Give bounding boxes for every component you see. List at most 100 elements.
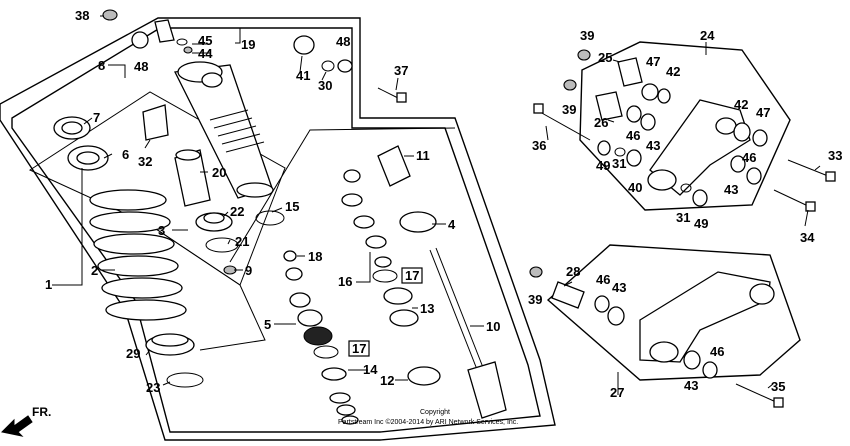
callout-37: 37 [394,63,408,78]
damper-rod-10 [429,247,507,419]
front-direction-arrow: FR. [0,405,51,437]
callout-49a: 49 [596,158,610,173]
spring-seat-22 [195,212,233,232]
callout-13: 13 [420,301,434,316]
callout-labels: 1 2 3 4 5 6 7 8 9 10 11 12 13 14 15 16 1… [45,8,842,400]
callout-35: 35 [771,379,785,394]
callout-6: 6 [122,147,129,162]
bolt-34 [773,189,816,212]
callout-31b: 31 [676,210,690,225]
spring-guide-29 [145,333,195,356]
arrow-left-icon [0,415,33,437]
bolt-33 [787,159,836,182]
callout-29: 29 [126,346,140,361]
callout-47a: 47 [646,54,660,69]
bearing-46c [730,155,746,173]
stopper-ring-23 [166,372,204,388]
callout-21: 21 [235,234,249,249]
linkage-outline [579,41,791,211]
bearing-46e [702,361,718,379]
adjuster-nut-6 [67,145,109,171]
cap-44 [183,46,193,54]
callout-41: 41 [296,68,310,83]
nut-39b [563,79,577,91]
callout-15: 15 [285,199,299,214]
stopper-ring-21 [205,237,239,253]
callout-4: 4 [448,217,456,232]
seal-13 [383,287,419,327]
nut-39a [577,49,591,61]
reservoir-cap-48a [131,31,149,49]
callout-40: 40 [628,180,642,195]
callout-39a: 39 [580,28,594,43]
callout-47b: 47 [756,105,770,120]
bolt-36 [533,103,591,141]
seal-43c [683,350,701,370]
callout-39b: 39 [562,102,576,117]
callout-17a-box [348,340,370,357]
callout-5: 5 [264,317,271,332]
copyright-line-2: Partstream Inc ©2004-2014 by ARI Network… [338,418,518,426]
coil-spring [89,189,187,321]
callout-45: 45 [198,33,212,48]
seal-48b [337,59,353,73]
callout-20: 20 [212,165,226,180]
callout-17a: 17 [352,341,366,356]
callout-48a: 48 [134,59,148,74]
seal-49a [597,140,611,156]
callout-33: 33 [828,148,842,163]
callout-3: 3 [158,223,165,238]
callout-43c: 43 [612,280,626,295]
rear-link-27 [639,271,775,363]
nut-38 [102,9,118,21]
callout-2: 2 [91,263,98,278]
callout-9: 9 [245,263,252,278]
callout-32: 32 [138,154,152,169]
damper-body [174,61,274,199]
callout-36: 36 [532,138,546,153]
callout-16: 16 [338,274,352,289]
label-sheet-32 [142,104,169,141]
link-outline [546,244,801,381]
callout-43a: 43 [646,138,660,153]
callout-22: 22 [230,204,244,219]
callout-42a: 42 [666,64,680,79]
bushing-41 [293,35,315,55]
callout-46a: 46 [626,128,640,143]
bearing-46d [594,295,610,313]
piston-assembly-5 [289,292,333,346]
seal-42b [733,122,751,142]
callout-39c: 39 [528,292,542,307]
callout-8: 8 [98,58,105,73]
nut-39c [529,266,543,278]
bearing-47a [641,83,659,101]
callout-26: 26 [594,115,608,130]
callout-44: 44 [198,46,213,61]
callout-43d: 43 [684,378,698,393]
lock-nut-7 [53,116,91,140]
callout-17b: 17 [405,268,419,283]
copyright-notice: Copyright Partstream Inc ©2004-2014 by A… [338,409,518,426]
seal-43b [607,306,625,326]
callout-11: 11 [416,148,430,163]
callout-34: 34 [800,230,815,245]
callout-23: 23 [146,380,160,395]
callout-12: 12 [380,373,394,388]
seal-49b [692,189,708,207]
callout-46b: 46 [742,150,756,165]
shims [329,392,359,425]
bump-cap-11 [377,145,411,187]
o-ring-17a [313,345,339,359]
washer-14 [321,367,347,381]
bump-rubber-20 [174,149,211,207]
callout-43b: 43 [724,182,738,197]
bolt-37 [377,87,407,103]
seal-42a [657,88,671,104]
callout-18: 18 [308,249,322,264]
callout-48b: 48 [336,34,350,49]
callout-19: 19 [241,37,255,52]
ring-15 [255,210,285,226]
callout-42b: 42 [734,97,748,112]
collar-26 [595,91,623,121]
collar-28 [551,281,585,309]
